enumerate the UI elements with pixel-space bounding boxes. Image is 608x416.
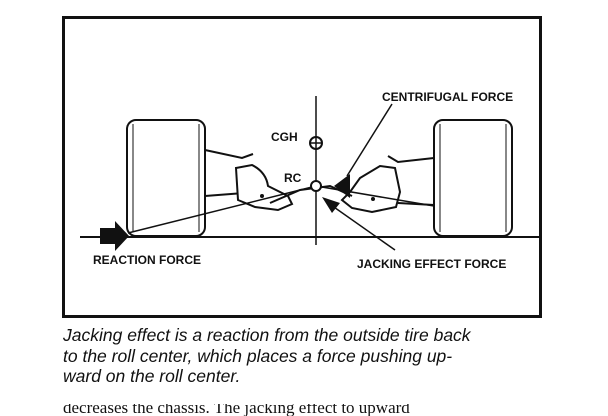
right-upper-arm <box>387 155 435 164</box>
rc-label: RC <box>284 171 302 185</box>
reaction-force-arrow <box>100 221 129 251</box>
centrifugal-force-arrow <box>334 174 350 198</box>
caption-line: to the roll center, which places a force… <box>63 345 453 366</box>
jacking-force-leader <box>330 204 396 251</box>
figure-caption: Jacking effect is a reaction from the ou… <box>63 325 583 387</box>
left-upper-arm <box>204 149 254 160</box>
left-upright-pivot <box>260 194 264 198</box>
caption-line: ward on the roll center. <box>63 366 241 386</box>
right-upright-pivot <box>371 197 375 201</box>
reaction-force-label: REACTION FORCE <box>93 253 201 267</box>
centrifugal-force-label: CENTRIFUGAL FORCE <box>382 90 513 104</box>
body-text-fragment: decreases the chassis. The jacking effec… <box>63 398 410 416</box>
right-tire <box>433 119 513 237</box>
rc-marker <box>310 180 322 192</box>
centrifugal-force-leader <box>346 103 393 177</box>
left-tire <box>126 119 206 237</box>
roll-line <box>315 185 435 207</box>
jacking-force-arrow <box>322 197 340 213</box>
caption-line: Jacking effect is a reaction from the ou… <box>63 325 471 345</box>
right-upright <box>340 164 402 214</box>
cgh-label: CGH <box>271 130 298 144</box>
reaction-line <box>127 185 317 234</box>
jacking-effect-force-label: JACKING EFFECT FORCE <box>357 257 506 271</box>
figure-frame <box>62 16 542 318</box>
